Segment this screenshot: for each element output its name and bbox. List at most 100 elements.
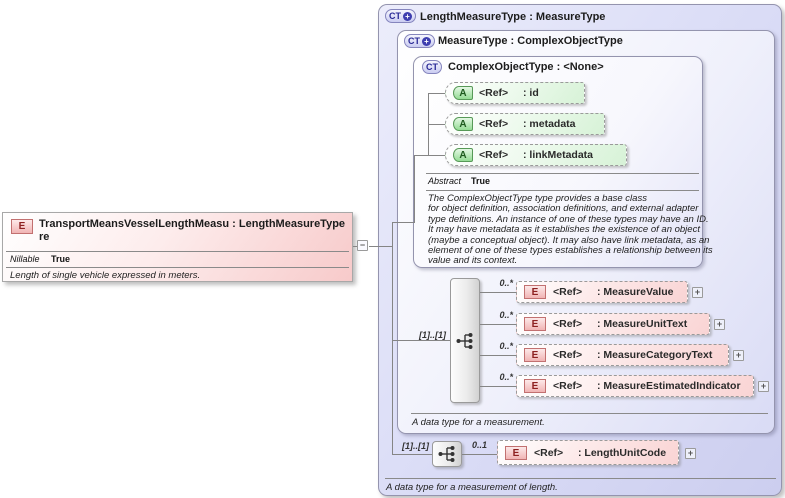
- abstract-value: True: [471, 176, 491, 186]
- occurs-label: 0..*: [499, 372, 513, 382]
- element-doc: Length of single vehicle expressed in me…: [10, 270, 201, 281]
- connector-line: [480, 355, 516, 356]
- element-badge-icon: E: [524, 285, 546, 299]
- doc-line: element of one of these types establishe…: [428, 245, 713, 257]
- abstract-label: Abstract: [428, 176, 462, 186]
- complextype-badge-icon: CT +: [404, 34, 435, 48]
- attribute-name: : linkMetadata: [523, 149, 594, 161]
- doc-line: It may have metadata as it establishes t…: [428, 224, 700, 236]
- type-doc: A data type for a measurement.: [412, 417, 545, 428]
- divider: [411, 413, 768, 414]
- doc-line: for object definition, association defin…: [428, 203, 699, 215]
- attribute-ref: <Ref>: [479, 149, 509, 161]
- connector-line: [392, 340, 450, 341]
- element-name: : MeasureEstimatedIndicator: [597, 380, 741, 392]
- ct-plus-icon: +: [403, 11, 412, 21]
- element-badge-icon: E: [505, 446, 527, 460]
- element-node-measureestimatedindicator[interactable]: E <Ref> : MeasureEstimatedIndicator: [516, 375, 754, 397]
- occurs-label: 0..*: [499, 310, 513, 320]
- attribute-name: : id: [523, 87, 539, 99]
- connector-line: [392, 222, 415, 223]
- element-title-line1: TransportMeansVesselLengthMeasu : Length…: [39, 218, 346, 230]
- expand-icon[interactable]: +: [733, 350, 744, 361]
- divider: [385, 478, 776, 479]
- connector-line: [392, 454, 432, 455]
- occurs-label: 0..*: [499, 341, 513, 351]
- connector-line: [414, 155, 428, 156]
- connector-line: [480, 386, 516, 387]
- connector-line: [392, 222, 393, 455]
- element-ref: <Ref>: [553, 286, 583, 298]
- element-node-transportmeansvessellengthmeasure[interactable]: E TransportMeansVesselLengthMeasu : Leng…: [2, 212, 353, 282]
- attribute-badge-icon: A: [453, 86, 473, 100]
- divider: [426, 173, 699, 174]
- complextype-badge-icon: CT: [422, 60, 442, 74]
- cardinality-label: [1]..[1]: [402, 441, 429, 451]
- expand-icon[interactable]: +: [692, 287, 703, 298]
- sequence-compositor[interactable]: [432, 441, 462, 467]
- type-title: LengthMeasureType : MeasureType: [420, 11, 606, 23]
- sequence-icon: [438, 446, 455, 462]
- attribute-ref: <Ref>: [479, 87, 509, 99]
- ct-badge-label: CT: [408, 36, 420, 46]
- connector-line: [428, 155, 445, 156]
- connector-line: [462, 454, 497, 455]
- element-node-measurecategorytext[interactable]: E <Ref> : MeasureCategoryText: [516, 344, 729, 366]
- doc-line: (maybe a conceptual object). It may also…: [428, 234, 710, 246]
- occurs-label: 0..1: [472, 440, 488, 450]
- element-name: : LengthUnitCode: [578, 447, 667, 459]
- occurs-label: 0..*: [499, 278, 513, 288]
- element-badge-icon: E: [524, 317, 546, 331]
- connector-line: [369, 246, 392, 247]
- attribute-badge-icon: A: [453, 148, 473, 162]
- connector-line: [414, 155, 415, 223]
- ct-plus-icon: +: [422, 36, 431, 46]
- element-badge-icon: E: [11, 219, 33, 234]
- element-node-measurevalue[interactable]: E <Ref> : MeasureValue: [516, 281, 688, 303]
- element-ref: <Ref>: [553, 349, 583, 361]
- element-ref: <Ref>: [534, 447, 564, 459]
- element-node-lengthunitcode[interactable]: E <Ref> : LengthUnitCode: [497, 440, 679, 465]
- element-name: : MeasureValue: [597, 286, 674, 298]
- expand-icon[interactable]: +: [685, 448, 696, 459]
- attribute-ref: <Ref>: [479, 118, 509, 130]
- element-badge-icon: E: [524, 348, 546, 362]
- connector-line: [428, 124, 445, 125]
- attribute-node-metadata[interactable]: A <Ref> : metadata: [445, 113, 605, 135]
- sequence-icon: [456, 332, 473, 349]
- connector-line: [353, 246, 357, 247]
- nillable-value: True: [51, 254, 71, 264]
- doc-line: The ComplexObjectType type provides a ba…: [428, 193, 647, 204]
- ct-badge-label: CT: [389, 11, 401, 21]
- complextype-badge-icon: CT +: [385, 9, 416, 23]
- connector-line: [480, 324, 516, 325]
- divider: [6, 251, 349, 252]
- attribute-name: : metadata: [523, 118, 576, 130]
- doc-line: type definitions. An instance of one of …: [428, 213, 709, 225]
- type-title: ComplexObjectType : <None>: [448, 61, 604, 73]
- type-title: MeasureType : ComplexObjectType: [438, 35, 623, 47]
- ct-badge-label: CT: [426, 62, 438, 72]
- attribute-node-id[interactable]: A <Ref> : id: [445, 82, 585, 104]
- element-name: : MeasureCategoryText: [597, 349, 713, 361]
- element-badge-icon: E: [524, 379, 546, 393]
- type-doc: A data type for a measurement of length.: [386, 482, 558, 493]
- element-node-measureunittext[interactable]: E <Ref> : MeasureUnitText: [516, 313, 710, 335]
- divider: [426, 190, 699, 191]
- element-name: : MeasureUnitText: [597, 318, 688, 330]
- expand-icon[interactable]: +: [758, 381, 769, 392]
- cardinality-label: [1]..[1]: [419, 330, 446, 340]
- type-doc-block: The ComplexObjectType type provides a ba…: [428, 193, 713, 267]
- collapse-icon[interactable]: −: [357, 240, 368, 251]
- sequence-compositor[interactable]: [450, 278, 480, 403]
- nillable-label: Nillable: [10, 254, 40, 264]
- divider: [6, 267, 349, 268]
- doc-line: value and its context.: [428, 255, 518, 267]
- attribute-badge-icon: A: [453, 117, 473, 131]
- expand-icon[interactable]: +: [714, 319, 725, 330]
- connector-line: [480, 292, 516, 293]
- element-ref: <Ref>: [553, 318, 583, 330]
- attribute-node-linkmetadata[interactable]: A <Ref> : linkMetadata: [445, 144, 627, 166]
- element-ref: <Ref>: [553, 380, 583, 392]
